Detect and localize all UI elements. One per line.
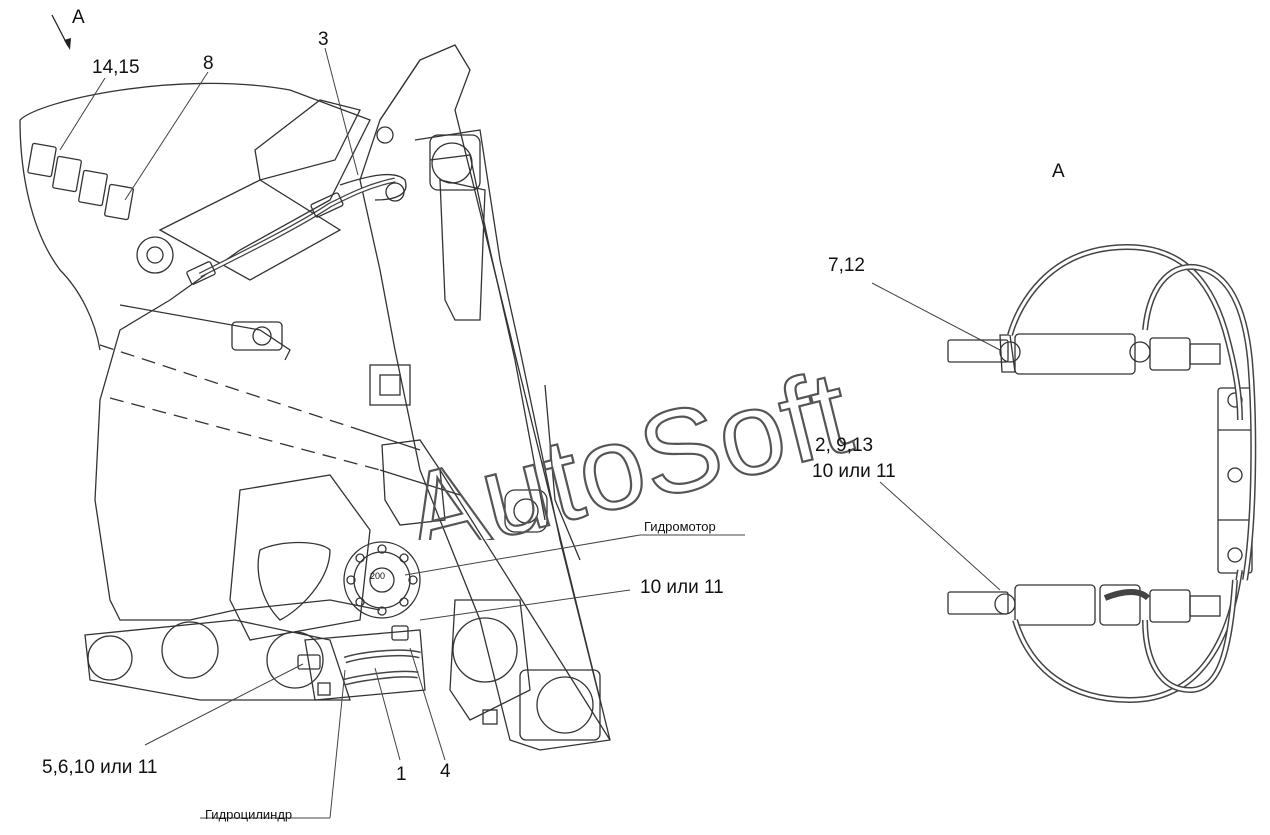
- callout-8: 8: [203, 53, 214, 74]
- callout-7-12: 7,12: [828, 255, 865, 276]
- hydrocylinder: [297, 625, 426, 701]
- view-title: А: [1052, 161, 1065, 182]
- callout-14-15: 14,15: [92, 57, 140, 78]
- decal-blocks: [27, 142, 134, 221]
- hydromotor: [343, 541, 421, 619]
- callout-2-9-13: 2, 9,13: [815, 435, 874, 456]
- watermark-text: AutoSoft: [391, 346, 862, 540]
- callout-3: 3: [318, 29, 329, 50]
- motor-badge: 200: [370, 571, 386, 581]
- watermark: AutoSoft: [380, 300, 900, 585]
- callout-10-or-11: 10 или 11: [640, 577, 724, 598]
- callout-5-6-10-11: 5,6,10 или 11: [42, 757, 158, 778]
- view-a-assembly: [947, 244, 1257, 704]
- callout-hydrocylinder: Гидроцилиндр: [205, 807, 293, 822]
- callout-hydromotor: Гидромотор: [644, 519, 716, 534]
- view-arrow-label: А: [72, 7, 85, 28]
- callout-10-or-11-right: 10 или 11: [812, 461, 896, 482]
- callout-1: 1: [396, 764, 407, 785]
- leader-lines: [59, 47, 1001, 819]
- upper-hose: [186, 126, 407, 285]
- callout-4: 4: [440, 761, 451, 782]
- view-arrow-icon: [51, 14, 71, 50]
